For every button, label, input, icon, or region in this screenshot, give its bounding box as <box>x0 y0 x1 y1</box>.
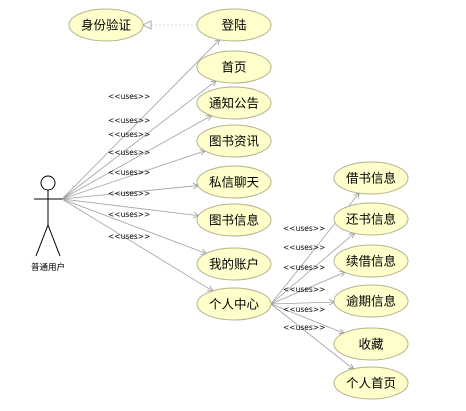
use-case-books: 图书信息 <box>196 203 272 237</box>
stereotype-label: <<uses>> <box>283 323 325 332</box>
uses-edge-login <box>61 40 219 200</box>
actor: 普通用户 <box>31 175 65 273</box>
uses-edge-overdue <box>270 302 334 304</box>
stereotype-label: <<uses>> <box>108 116 150 125</box>
use-case-news-label: 图书资讯 <box>209 134 260 149</box>
use-case-notice-ellipse <box>196 86 272 120</box>
use-case-auth: 身份验证 <box>68 8 144 42</box>
uses-edge-home <box>61 81 216 200</box>
use-case-return-label: 还书信息 <box>346 212 396 227</box>
use-case-renew-label: 续借信息 <box>346 254 396 269</box>
use-case-overdue-label: 逾期信息 <box>346 294 396 309</box>
stereotype-label: <<uses>> <box>108 189 150 198</box>
uses-edge-favorite <box>270 303 344 333</box>
uses-edge-chat <box>61 186 198 200</box>
use-case-renew: 续借信息 <box>333 244 409 278</box>
use-case-borrow: 借书信息 <box>333 161 409 195</box>
use-case-overdue: 逾期信息 <box>333 284 409 318</box>
use-case-notice: 通知公告 <box>196 86 272 120</box>
uses-edge-account <box>61 198 206 253</box>
use-case-center-ellipse <box>196 287 272 321</box>
use-case-renew-ellipse <box>333 244 409 278</box>
use-case-login: 登陆 <box>196 8 272 42</box>
uses-edge-books <box>61 198 198 216</box>
stereotype-label: <<uses>> <box>108 130 150 139</box>
stereotype-label: <<uses>> <box>283 224 325 233</box>
uses-edge-renew <box>270 272 345 305</box>
actor-right-leg <box>47 224 61 257</box>
use-case-books-ellipse <box>196 203 272 237</box>
use-case-chat: 私信聊天 <box>196 165 272 199</box>
uses-edge-news <box>61 151 205 200</box>
use-case-profile-ellipse <box>333 366 409 400</box>
use-case-notice-label: 通知公告 <box>209 96 259 111</box>
actor-label: 普通用户 <box>31 262 65 273</box>
generalization-arrowhead-icon <box>141 20 152 30</box>
use-case-borrow-label: 借书信息 <box>346 171 396 186</box>
stereotype-label: <<uses>> <box>283 263 325 272</box>
use-case-login-ellipse <box>196 8 272 42</box>
use-case-favorite: 收藏 <box>333 327 409 361</box>
use-case-center: 个人中心 <box>196 287 272 321</box>
use-case-center-label: 个人中心 <box>209 297 260 312</box>
stereotype-label: <<uses>> <box>108 168 150 177</box>
stereotype-label: <<uses>> <box>108 148 150 157</box>
use-case-home: 首页 <box>196 50 272 84</box>
use-case-favorite-ellipse <box>333 327 409 361</box>
use-case-news: 图书资讯 <box>196 124 272 158</box>
actor-head-icon <box>40 175 56 191</box>
use-case-books-label: 图书信息 <box>209 213 259 228</box>
uses-edge-center <box>61 198 213 291</box>
use-case-account-label: 我的账户 <box>209 257 259 272</box>
use-case-profile: 个人首页 <box>333 366 409 400</box>
uses-edge-profile <box>270 303 353 369</box>
use-case-profile-label: 个人首页 <box>346 376 396 391</box>
use-case-overdue-ellipse <box>333 284 409 318</box>
use-case-home-ellipse <box>196 50 272 84</box>
use-case-account: 我的账户 <box>196 247 272 281</box>
use-case-auth-label: 身份验证 <box>81 18 132 33</box>
use-case-favorite-label: 收藏 <box>358 337 384 352</box>
stereotype-label: <<uses>> <box>283 243 325 252</box>
stereotype-label: <<uses>> <box>108 210 150 219</box>
use-case-borrow-ellipse <box>333 161 409 195</box>
use-case-home-label: 首页 <box>221 60 246 75</box>
use-case-auth-ellipse <box>68 8 144 42</box>
actor-left-leg <box>35 224 49 257</box>
use-case-login-label: 登陆 <box>221 18 246 33</box>
use-case-chat-label: 私信聊天 <box>209 175 260 190</box>
use-case-news-ellipse <box>196 124 272 158</box>
stereotype-label: <<uses>> <box>283 285 325 294</box>
use-case-return: 还书信息 <box>333 202 409 236</box>
stereotype-label: <<uses>> <box>108 232 150 241</box>
uses-edge-return <box>270 233 354 305</box>
use-case-account-ellipse <box>196 247 272 281</box>
stereotype-layer: <<uses>> <<uses>> <<uses>> <<uses>> <<uses>>… <box>108 92 325 332</box>
use-case-chat-ellipse <box>196 165 272 199</box>
stereotype-label: <<uses>> <box>283 305 325 314</box>
stereotype-label: <<uses>> <box>108 92 150 101</box>
uses-edge-notice <box>61 116 211 200</box>
use-case-return-ellipse <box>333 202 409 236</box>
edges-layer <box>61 20 359 369</box>
